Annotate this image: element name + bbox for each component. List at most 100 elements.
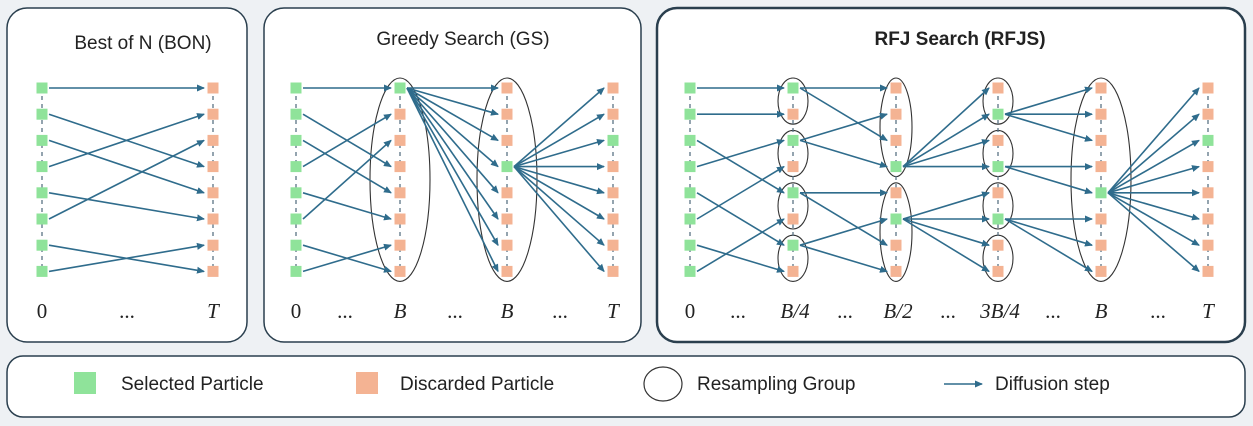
legend-group-label: Resampling Group bbox=[697, 374, 855, 395]
rfjs-first-arrow-7 bbox=[696, 218, 785, 273]
gs-particle-c3-r7 bbox=[607, 265, 619, 277]
rfjs-particle-c3-r3 bbox=[992, 161, 1004, 173]
gs-particle-c1-r0 bbox=[394, 82, 406, 94]
rfjs-particle-c5-r3 bbox=[1202, 161, 1214, 173]
rfjs-particle-c1-r5 bbox=[787, 213, 799, 225]
gs-tick-6: T bbox=[607, 299, 620, 323]
rfjs-group-3b4-1 bbox=[982, 77, 1014, 125]
rfjs-particle-c4-r3 bbox=[1095, 161, 1107, 173]
rfjs-group-b4-3 bbox=[777, 182, 809, 230]
gs-fan-1-arrow-4 bbox=[406, 87, 499, 194]
rfjs-b2-bot-arrow-6 bbox=[902, 218, 990, 247]
rfjs-tick-4: B/2 bbox=[883, 299, 913, 323]
rfjs-tick-1: ... bbox=[730, 299, 746, 323]
gs-particle-c3-r1 bbox=[607, 108, 619, 120]
bon-particle-c1-r6 bbox=[207, 239, 219, 251]
gs-fan-1-arrow-7 bbox=[406, 87, 499, 273]
gs-particle-c0-r1 bbox=[290, 108, 302, 120]
rfjs-particle-c1-r2 bbox=[787, 134, 799, 146]
rfjs-first-arrow-2 bbox=[696, 139, 785, 194]
rfjs-particle-c1-r3 bbox=[787, 161, 799, 173]
rfjs-fan-arrow-7 bbox=[1107, 192, 1200, 273]
rfjs-particle-c2-r7 bbox=[890, 265, 902, 277]
gs-particle-c2-r3 bbox=[501, 161, 513, 173]
rfjs-tick-8: B bbox=[1095, 299, 1108, 323]
rfjs-particle-c2-r6 bbox=[890, 239, 902, 251]
bon-particle-c0-r3 bbox=[36, 161, 48, 173]
rfjs-particle-c5-r6 bbox=[1202, 239, 1214, 251]
rfjs-particle-c5-r5 bbox=[1202, 213, 1214, 225]
rfjs-first-arrow-4 bbox=[696, 192, 785, 246]
rfjs-particle-c1-r6 bbox=[787, 239, 799, 251]
rfjs-b4-arrow-2 bbox=[799, 112, 888, 142]
bon-particle-c0-r5 bbox=[36, 213, 48, 225]
gs-particle-c2-r7 bbox=[501, 265, 513, 277]
rfjs-particle-c4-r1 bbox=[1095, 108, 1107, 120]
rfjs-particle-c4-r7 bbox=[1095, 265, 1107, 277]
rfjs-particle-c4-r5 bbox=[1095, 213, 1107, 225]
bon-title: Best of N (BON) bbox=[74, 33, 211, 54]
gs-particle-c1-r7 bbox=[394, 265, 406, 277]
rfjs-particle-c4-r0 bbox=[1095, 82, 1107, 94]
gs-particle-c2-r1 bbox=[501, 108, 513, 120]
gs-panel bbox=[263, 7, 642, 343]
rfjs-b4-arrow-1 bbox=[799, 87, 888, 142]
rfjs-b2-top-arrow-0 bbox=[902, 87, 990, 168]
rfjs-fan-arrow-2 bbox=[1107, 139, 1200, 194]
gs-particle-c1-r1 bbox=[394, 108, 406, 120]
gs-particle-c0-r2 bbox=[290, 134, 302, 146]
gs-particle-c3-r4 bbox=[607, 187, 619, 199]
gs-fan-2-arrow-2 bbox=[513, 138, 605, 168]
rfjs-particle-c0-r4 bbox=[684, 187, 696, 199]
gs-particle-c0-r5 bbox=[290, 213, 302, 225]
resampling-groups bbox=[369, 77, 1132, 282]
bon-particle-c0-r4 bbox=[36, 187, 48, 199]
legend-discarded-label: Discarded Particle bbox=[400, 374, 554, 395]
gs-fan-2-arrow-0 bbox=[513, 87, 605, 168]
rfjs-particle-c0-r3 bbox=[684, 161, 696, 173]
rfjs-first-arrow-5 bbox=[696, 165, 785, 220]
legend-step-label: Diffusion step bbox=[995, 374, 1110, 395]
bon-arrow-5 bbox=[48, 139, 205, 220]
rfjs-particle-c5-r4 bbox=[1202, 187, 1214, 199]
bon-tick-2: T bbox=[207, 299, 220, 323]
rfjs-tick-6: 3B/4 bbox=[979, 299, 1020, 323]
rfjs-panel bbox=[655, 6, 1247, 344]
gs-first-arrow-5 bbox=[302, 139, 392, 220]
rfjs-particle-c3-r0 bbox=[992, 82, 1004, 94]
rfjs-first-arrow-6 bbox=[696, 244, 785, 273]
rfjs-3b4-arrow-0 bbox=[1004, 86, 1093, 115]
bon-particle-c0-r1 bbox=[36, 108, 48, 120]
gs-particle-c0-r4 bbox=[290, 187, 302, 199]
gs-particle-c0-r3 bbox=[290, 161, 302, 173]
gs-particle-c3-r6 bbox=[607, 239, 619, 251]
rfjs-particle-c4-r4 bbox=[1095, 187, 1107, 199]
rfjs-title: RFJ Search (RFJS) bbox=[874, 29, 1045, 50]
legend-selected-label: Selected Particle bbox=[121, 374, 264, 395]
rfjs-particle-c0-r6 bbox=[684, 239, 696, 251]
rfjs-fan-arrow-6 bbox=[1107, 192, 1200, 246]
gs-fan-2-arrow-7 bbox=[513, 166, 605, 273]
gs-fan-2-arrow-6 bbox=[513, 165, 605, 246]
rfjs-b2-top-arrow-1 bbox=[902, 113, 990, 168]
gs-particle-c1-r3 bbox=[394, 161, 406, 173]
gs-fan-1-arrow-3 bbox=[406, 87, 499, 168]
gs-particle-c0-r6 bbox=[290, 239, 302, 251]
gs-tick-3: ... bbox=[447, 299, 463, 323]
gs-particle-c0-r0 bbox=[290, 82, 302, 94]
gs-particle-c3-r3 bbox=[607, 161, 619, 173]
gs-fan-2-arrow-4 bbox=[513, 165, 605, 195]
gs-particle-c3-r0 bbox=[607, 82, 619, 94]
bon-particle-c0-r6 bbox=[36, 239, 48, 251]
rfjs-first-arrow-3 bbox=[696, 139, 785, 168]
rfjs-particle-c4-r6 bbox=[1095, 239, 1107, 251]
rfjs-b2-bot-arrow-4 bbox=[902, 191, 990, 220]
rfjs-tick-0: 0 bbox=[685, 299, 696, 323]
rfjs-particle-c0-r5 bbox=[684, 213, 696, 225]
gs-fan-1-arrow-1 bbox=[406, 87, 499, 116]
gs-particle-c2-r5 bbox=[501, 213, 513, 225]
bon-arrow-7 bbox=[48, 242, 205, 273]
gs-particle-c2-r0 bbox=[501, 82, 513, 94]
gs-first-arrow-3 bbox=[302, 113, 392, 168]
